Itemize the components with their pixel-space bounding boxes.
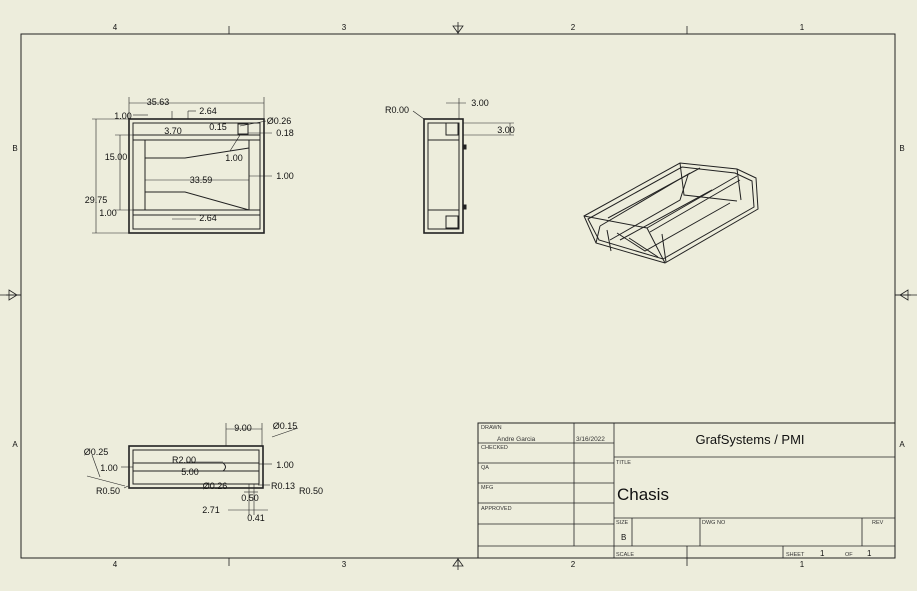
zone-col-4-bottom: 4	[113, 560, 118, 569]
bottom-dim-slot-width: 9.00	[234, 423, 252, 433]
front-dim-right-tube: 1.00	[276, 171, 294, 181]
zone-row-a-left: A	[12, 440, 18, 449]
title-block-title: Chasis	[617, 485, 669, 504]
zone-col-1-bottom: 1	[800, 560, 805, 569]
bottom-dim-right-tube: 1.00	[276, 460, 294, 470]
title-block-scale-label: SCALE	[616, 552, 634, 558]
front-dim-top-slot: 2.64	[199, 106, 217, 116]
bottom-dim-wall: 0.41	[247, 513, 265, 523]
zone-row-b-left: B	[12, 144, 17, 153]
front-dim-hole-offset: 0.18	[276, 128, 294, 138]
zone-col-2-bottom: 2	[571, 560, 576, 569]
side-dim-tube-width: 3.00	[471, 98, 489, 108]
center-marks	[6, 22, 911, 570]
bottom-dim-inner-width: 5.00	[181, 467, 199, 477]
bottom-dim-offset: 2.71	[202, 505, 220, 515]
front-dim-bottom-tube: 1.00	[99, 208, 117, 218]
zone-col-4-top: 4	[113, 23, 118, 32]
title-block-drawn-label: DRAWN	[481, 425, 502, 431]
side-dim-tube-height: 3.00	[497, 125, 515, 135]
front-dim-slope-offset: 1.00	[225, 153, 243, 163]
title-block-size: B	[621, 533, 626, 542]
front-dim-inner-width: 3.70	[164, 126, 182, 136]
title-block-of-label: OF	[845, 552, 853, 558]
zone-col-1-top: 1	[800, 23, 805, 32]
front-dim-frame-length: 33.59	[190, 175, 213, 185]
zone-col-2-top: 2	[571, 23, 576, 32]
title-block-qa-label: QA	[481, 465, 489, 471]
bottom-view[interactable]	[86, 423, 299, 515]
title-block-rev-label: REV	[872, 520, 884, 526]
zone-row-a-right: A	[899, 440, 905, 449]
bottom-dim-hole-small: Ø0.15	[273, 421, 298, 431]
bottom-dim-radius-small: R0.13	[271, 481, 295, 491]
side-view[interactable]	[412, 98, 514, 234]
title-block-sheet-total: 1	[867, 549, 872, 558]
front-dim-inner-height: 15.00	[105, 152, 128, 162]
front-dim-overall-height: 29.75	[85, 195, 108, 205]
title-block-checked-label: CHECKED	[481, 445, 508, 451]
title-block-size-label: SIZE	[616, 520, 629, 526]
title-block-drawn-date: 3/16/2022	[576, 436, 605, 443]
front-dim-bottom-slot: 2.64	[199, 213, 217, 223]
title-block-title-label: TITLE	[616, 460, 631, 466]
title-block-dwg-label: DWG NO	[702, 520, 726, 526]
bottom-dim-left-tube: 1.00	[100, 463, 118, 473]
zone-row-b-right: B	[899, 144, 904, 153]
bottom-dim-lip: 0.50	[241, 493, 259, 503]
front-dim-hole-diameter: Ø0.26	[267, 116, 292, 126]
bottom-dim-radius-right: R0.50	[299, 486, 323, 496]
front-dim-top-offset: 1.00	[114, 111, 132, 121]
front-dim-small-gap: 0.15	[209, 122, 227, 132]
title-block-mfg-label: MFG	[481, 485, 493, 491]
title-block-approved-label: APPROVED	[481, 506, 512, 512]
title-block	[477, 422, 896, 559]
zone-col-3-top: 3	[342, 23, 347, 32]
zone-col-3-bottom: 3	[342, 560, 347, 569]
bottom-dim-radius-left: R0.50	[96, 486, 120, 496]
front-dim-overall-width: 35.63	[147, 97, 170, 107]
bottom-dim-hole-center: Ø0.26	[203, 481, 228, 491]
title-block-drawn-by: Andre Garcia	[497, 436, 536, 443]
title-block-sheet-number: 1	[820, 549, 825, 558]
title-block-company: GrafSystems / PMI	[695, 432, 804, 447]
bottom-dim-radius-large: R2.00	[172, 455, 196, 465]
isometric-view[interactable]	[583, 162, 759, 264]
side-dim-radius: R0.00	[385, 105, 409, 115]
front-view[interactable]	[92, 97, 272, 234]
title-block-sheet-label: SHEET	[786, 552, 805, 558]
bottom-dim-hole-left: Ø0.25	[84, 447, 109, 457]
